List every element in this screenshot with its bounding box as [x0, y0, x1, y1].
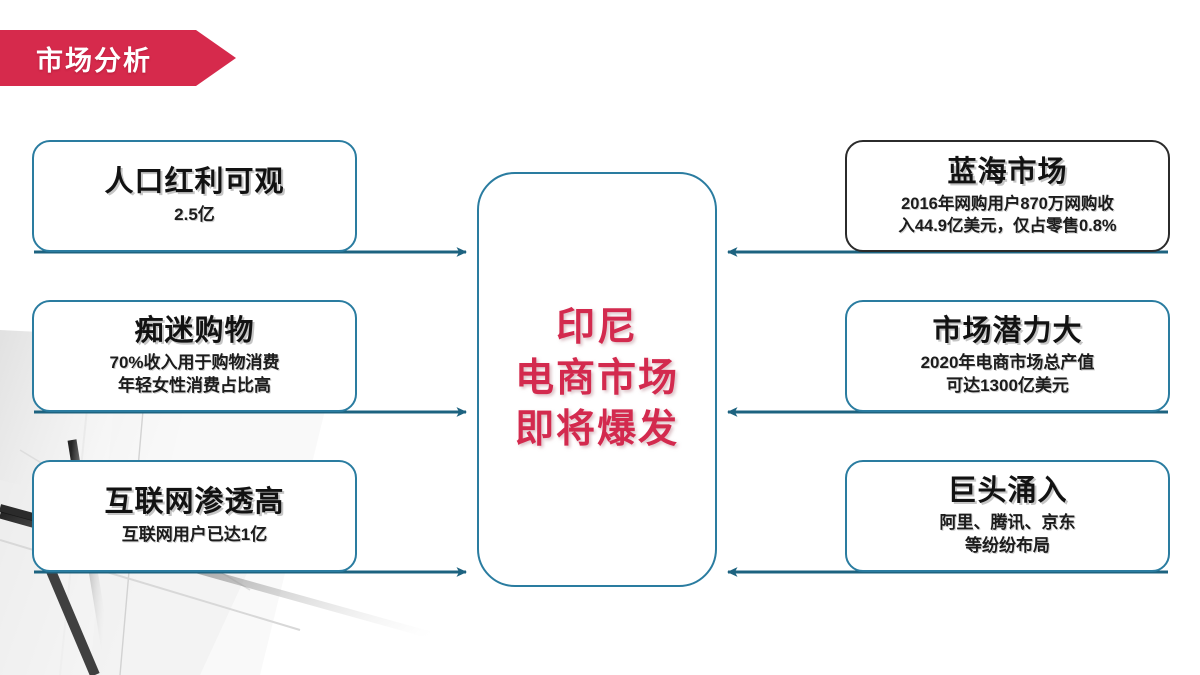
- center-hub-card[interactable]: 印尼 电商市场 即将爆发: [477, 172, 717, 587]
- center-hub-line-2: 电商市场: [514, 357, 679, 401]
- factor-card-giants-entering[interactable]: 巨头涌入 阿里、腾讯、京东 等纷纷布局: [845, 460, 1170, 572]
- factor-card-title: 痴迷购物: [134, 314, 255, 347]
- factor-card-detail: 阿里、腾讯、京东 等纷纷布局: [939, 513, 1076, 556]
- factor-card-detail: 2020年电商市场总产值 可达1300亿美元: [920, 353, 1095, 396]
- factor-card-detail: 70%收入用于购物消费 年轻女性消费占比高: [109, 353, 280, 396]
- factor-card-title: 互联网渗透高: [104, 486, 285, 519]
- factor-card-title: 蓝海市场: [947, 155, 1068, 188]
- factor-card-title: 市场潜力大: [932, 314, 1083, 347]
- factor-card-detail: 2.5亿: [174, 204, 215, 224]
- section-banner: 市场分析: [0, 30, 236, 86]
- center-hub-line-1: 印尼: [555, 306, 638, 350]
- factor-card-shopping[interactable]: 痴迷购物 70%收入用于购物消费 年轻女性消费占比高: [32, 300, 357, 412]
- factor-card-title: 人口红利可观: [104, 166, 285, 199]
- factor-card-population[interactable]: 人口红利可观 2.5亿: [32, 140, 357, 252]
- factor-card-internet[interactable]: 互联网渗透高 互联网用户已达1亿: [32, 460, 357, 572]
- factor-card-title: 巨头涌入: [947, 474, 1068, 507]
- section-banner-label: 市场分析: [36, 45, 152, 76]
- factor-card-market-potential[interactable]: 市场潜力大 2020年电商市场总产值 可达1300亿美元: [845, 300, 1170, 412]
- center-hub-text: 印尼 电商市场 即将爆发: [515, 303, 679, 455]
- factor-card-detail: 互联网用户已达1亿: [121, 524, 268, 544]
- factor-card-blue-ocean[interactable]: 蓝海市场 2016年网购用户870万网购收 入44.9亿美元，仅占零售0.8%: [845, 140, 1170, 252]
- center-hub-line-3: 即将爆发: [514, 407, 679, 451]
- factor-card-detail: 2016年网购用户870万网购收 入44.9亿美元，仅占零售0.8%: [898, 194, 1117, 236]
